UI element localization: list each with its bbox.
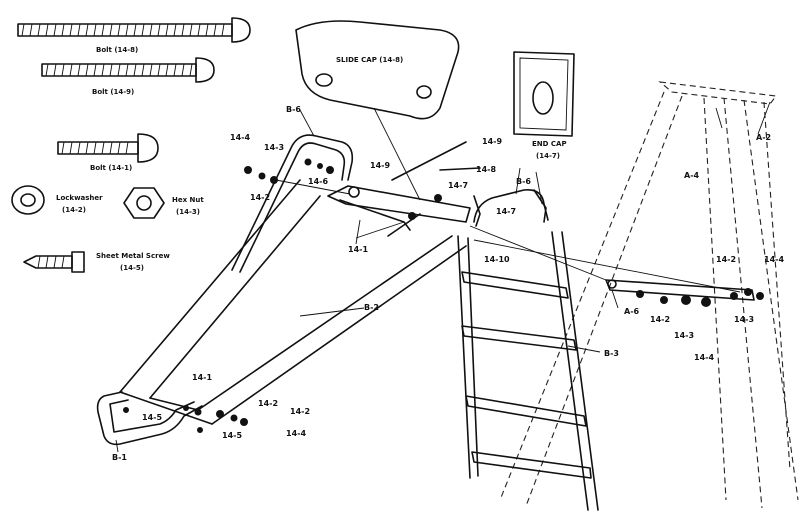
hex-nut-name: Hex Nut bbox=[172, 196, 204, 204]
slide-foot-b1 bbox=[96, 391, 203, 446]
support-bar-a6 bbox=[469, 225, 764, 307]
bolt-14-8-icon bbox=[17, 17, 251, 43]
callout-14-2-right: 14-2 bbox=[716, 255, 736, 264]
callout-14-10: 14-10 bbox=[484, 255, 510, 264]
bolt-14-1-label: Bolt (14-1) bbox=[90, 164, 132, 172]
callout-14-3-top: 14-3 bbox=[264, 143, 284, 152]
sheet-metal-screw-icon bbox=[23, 251, 85, 273]
callout-14-4-top: 14-4 bbox=[230, 133, 250, 142]
callout-14-2-mid: 14-2 bbox=[650, 315, 670, 324]
callout-14-1-top: 14-1 bbox=[348, 245, 368, 254]
hardware-cluster-top-left bbox=[244, 158, 351, 195]
bolt-14-9-label: Bolt (14-9) bbox=[92, 88, 134, 96]
slide-cap-part bbox=[295, 20, 460, 120]
ladder-b3 bbox=[457, 188, 599, 511]
callout-b6-mid: B-6 bbox=[516, 177, 531, 186]
swing-set-frame-dashed bbox=[499, 81, 799, 509]
callout-14-4-bottom: 14-4 bbox=[286, 429, 306, 438]
callout-a2: A-2 bbox=[756, 133, 771, 142]
callout-b6-top: B-6 bbox=[286, 105, 301, 114]
callout-b1: B-1 bbox=[112, 453, 127, 462]
leader-lines bbox=[115, 101, 771, 453]
bolt-14-9-icon bbox=[41, 57, 215, 83]
bolt-14-1-icon bbox=[57, 133, 159, 163]
end-cap-name: END CAP bbox=[532, 140, 567, 148]
hex-nut-icon bbox=[123, 187, 165, 219]
callout-14-4-mid: 14-4 bbox=[694, 353, 714, 362]
callout-a6: A-6 bbox=[624, 307, 640, 316]
callout-14-1-bottom: 14-1 bbox=[192, 373, 212, 382]
callout-14-5-left: 14-5 bbox=[142, 413, 162, 422]
callout-14-6: 14-6 bbox=[308, 177, 328, 186]
callout-14-3-right: 14-3 bbox=[734, 315, 754, 324]
callout-14-2-top: 14-2 bbox=[250, 193, 270, 202]
callout-14-9-right: 14-9 bbox=[482, 137, 502, 146]
bolt-14-8-label: Bolt (14-8) bbox=[96, 46, 138, 54]
callout-14-9-left: 14-9 bbox=[370, 161, 390, 170]
lockwasher-name: Lockwasher bbox=[56, 194, 103, 202]
callout-a4: A-4 bbox=[684, 171, 700, 180]
hex-nut-code: (14-3) bbox=[176, 208, 200, 216]
slide-rail-b6 bbox=[231, 134, 354, 273]
callout-14-7-left: 14-7 bbox=[448, 181, 468, 190]
callout-14-7-right: 14-7 bbox=[496, 207, 516, 216]
callout-14-5-right: 14-5 bbox=[222, 431, 242, 440]
slide-bed-part bbox=[119, 179, 467, 425]
slide-cap-label: SLIDE CAP (14-8) bbox=[336, 56, 403, 64]
lockwasher-code: (14-2) bbox=[62, 206, 86, 214]
callout-14-2-bottom-a: 14-2 bbox=[258, 399, 278, 408]
end-cap-code: (14-7) bbox=[536, 152, 560, 160]
screw-code: (14-5) bbox=[120, 264, 144, 272]
callout-14-3-mid: 14-3 bbox=[674, 331, 694, 340]
screw-name: Sheet Metal Screw bbox=[96, 252, 170, 260]
callout-b2: B-2 bbox=[364, 303, 379, 312]
lockwasher-icon bbox=[11, 185, 45, 215]
end-cap-part bbox=[513, 51, 575, 137]
callout-14-4-right: 14-4 bbox=[764, 255, 784, 264]
callout-14-8: 14-8 bbox=[476, 165, 496, 174]
callout-14-2-bottom-b: 14-2 bbox=[290, 407, 310, 416]
callout-b3: B-3 bbox=[604, 349, 619, 358]
hardware-cluster-bottom bbox=[123, 405, 248, 433]
